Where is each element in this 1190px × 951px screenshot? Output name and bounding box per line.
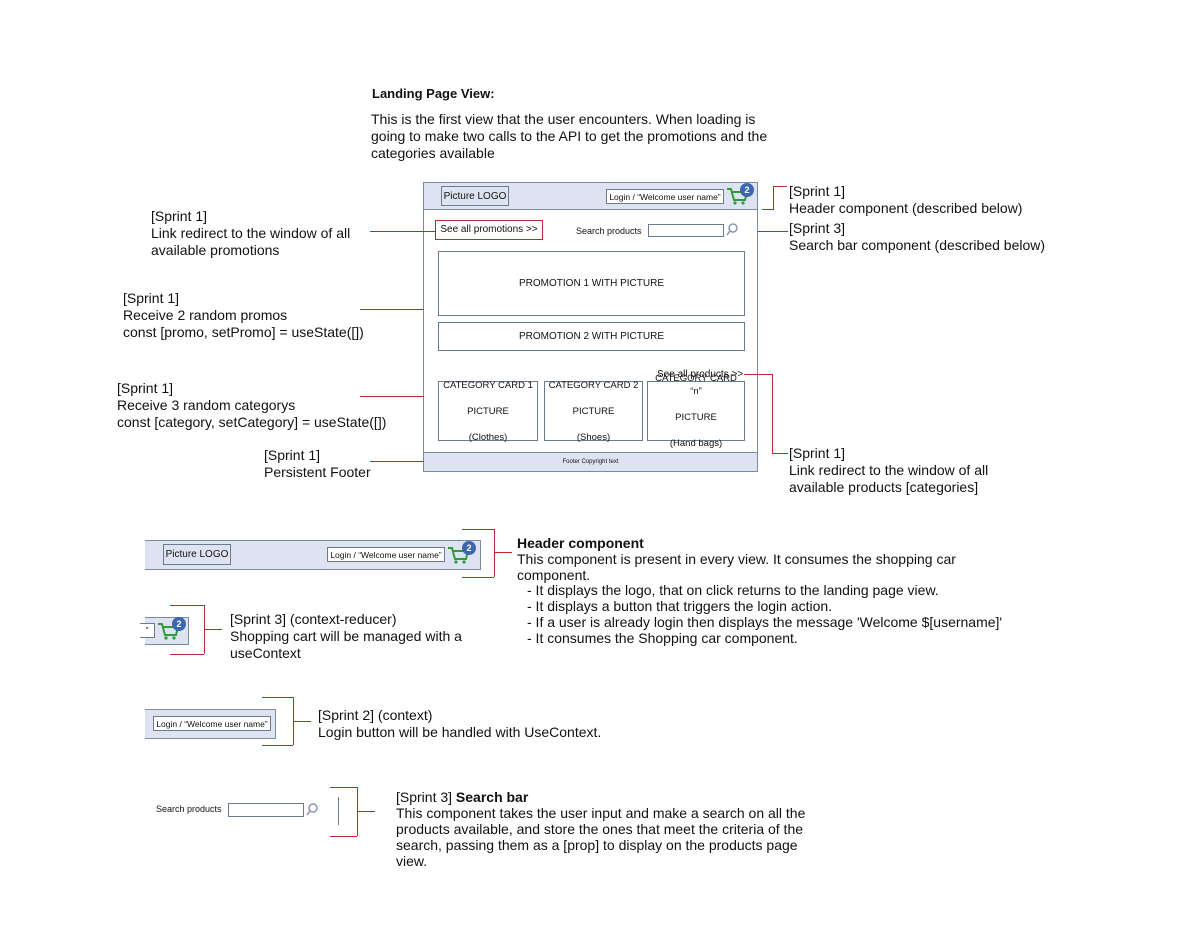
promotion-2[interactable]: PROMOTION 2 WITH PICTURE (438, 322, 745, 351)
bracket (204, 629, 222, 630)
bracket (293, 721, 311, 722)
category-card-name: (Hand bags) (669, 438, 723, 449)
search-component-title: Search bar (455, 789, 529, 805)
search-icon[interactable] (726, 223, 738, 237)
see-all-promotions-link[interactable]: See all promotions >> (435, 220, 543, 240)
search-input[interactable] (648, 224, 724, 237)
search-component-note: [Sprint 3] Search bar This component tak… (396, 789, 816, 869)
search-preview-input[interactable] (228, 803, 304, 817)
cart-preview-login-edge: " (140, 623, 155, 638)
annotation-promos: [Sprint 1] Receive 2 random promos const… (123, 290, 364, 340)
annotation-footer: [Sprint 1] Persistent Footer (264, 447, 371, 480)
bracket (330, 836, 357, 837)
category-card-title: CATEGORY CARD 2 (548, 379, 639, 391)
search-preview-divider (338, 797, 339, 825)
category-card-name: (Clothes) (468, 431, 508, 443)
connector (773, 186, 774, 209)
bullet: - If a user is already login then displa… (527, 614, 1003, 630)
bracket (462, 577, 494, 578)
wireframe-logo[interactable]: Picture LOGO (441, 186, 509, 206)
bracket (357, 811, 375, 812)
search-component-prefix: [Sprint 3] (396, 789, 456, 805)
annotation-categories: [Sprint 1] Receive 3 random categorys co… (117, 380, 387, 430)
connector (772, 453, 788, 454)
annotation-promos-link: [Sprint 1] Link redirect to the window o… (151, 208, 351, 258)
wireframe-login-button[interactable]: Login / “Welcome user name” (606, 189, 724, 204)
connector (744, 374, 772, 375)
connector (773, 186, 787, 187)
search-icon[interactable] (306, 803, 318, 817)
bracket (262, 697, 293, 698)
header-preview-logo[interactable]: Picture LOGO (163, 544, 231, 565)
header-component-bullets: - It displays the logo, that on click re… (527, 582, 1002, 646)
bracket (494, 529, 495, 577)
connector (758, 231, 788, 232)
bracket (330, 787, 357, 788)
cart-count-badge: 2 (172, 617, 186, 631)
category-card-n[interactable]: CATEGORY CARD “n” PICTURE (Hand bags) (647, 373, 745, 449)
bullet: - It consumes the Shopping car component… (527, 630, 798, 646)
header-preview-login-button[interactable]: Login / “Welcome user name” (327, 547, 445, 562)
annotation-search: [Sprint 3] Search bar component (describ… (789, 220, 1046, 253)
category-card-name: (Shoes) (576, 431, 611, 443)
bullet: - It displays a button that triggers the… (527, 598, 833, 614)
connector (370, 231, 435, 232)
category-card-title: CATEGORY CARD 1 (443, 379, 533, 391)
see-all-products-link[interactable]: See all products >> (657, 369, 744, 380)
wireframe-footer: Footer Copyright text (423, 452, 758, 472)
annotation-products-link: [Sprint 1] Link redirect to the window o… (789, 445, 989, 495)
search-label: Search products (576, 226, 642, 236)
connector (360, 396, 424, 397)
cart-note: [Sprint 3] (context-reducer) Shopping ca… (230, 611, 462, 661)
bracket (262, 745, 293, 746)
category-card-1[interactable]: CATEGORY CARD 1 PICTURE (Clothes) (438, 379, 538, 443)
category-card-2[interactable]: CATEGORY CARD 2 PICTURE (Shoes) (544, 379, 643, 443)
search-component-text: This component takes the user input and … (396, 805, 806, 869)
cart-count-badge: 2 (740, 183, 754, 197)
bracket (462, 529, 494, 530)
login-note: [Sprint 2] (context) Login button will b… (318, 707, 602, 740)
header-component-text: This component is present in every view.… (517, 551, 956, 583)
connector (360, 309, 424, 310)
annotation-header: [Sprint 1] Header component (described b… (789, 183, 1023, 216)
login-preview-button[interactable]: Login / “Welcome user name” (153, 716, 271, 731)
bullet: - It displays the logo, that on click re… (527, 582, 939, 598)
connector (772, 374, 773, 453)
intro-heading: Landing Page View: (372, 86, 495, 101)
category-card-title: CATEGORY CARD “n” (655, 373, 737, 397)
header-component-title: Header component (517, 535, 644, 551)
connector (370, 461, 424, 462)
category-card-picture: PICTURE (675, 412, 717, 423)
promotion-1[interactable]: PROMOTION 1 WITH PICTURE (438, 251, 745, 316)
connector (762, 209, 774, 210)
intro-text: This is the first view that the user enc… (371, 111, 768, 161)
search-preview-label: Search products (156, 804, 222, 814)
cart-count-badge: 2 (462, 541, 476, 555)
bracket (170, 605, 204, 606)
bracket (170, 654, 204, 655)
bracket (494, 552, 512, 553)
category-card-picture: PICTURE (572, 405, 615, 417)
category-card-picture: PICTURE (467, 405, 509, 417)
